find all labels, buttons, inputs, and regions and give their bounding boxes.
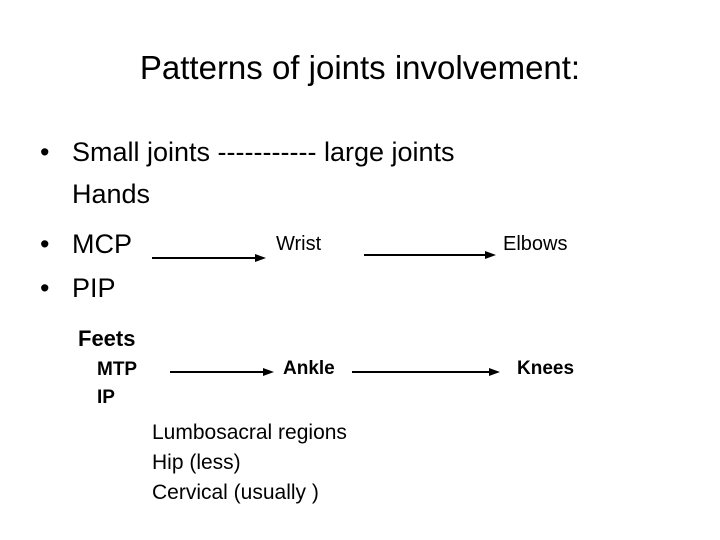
- label-ankle: Ankle: [283, 358, 335, 379]
- bullet-marker-1: •: [40, 137, 50, 167]
- arrow-ankle-to-knees: [352, 366, 500, 378]
- bullet-text-pip: PIP: [72, 273, 116, 303]
- note-lumbosacral: Lumbosacral regions: [152, 421, 347, 444]
- bullet-text-mcp: MCP: [72, 229, 132, 259]
- arrow-mtp-to-ankle: [170, 366, 274, 378]
- label-elbows: Elbows: [503, 233, 568, 255]
- label-ip: IP: [97, 387, 115, 408]
- bullet-text-small-joints: Small joints ----------- large joints: [72, 137, 455, 167]
- bullet-marker-2: •: [40, 229, 50, 259]
- bullet-marker-3: •: [40, 273, 50, 303]
- bullet-text-hands: Hands: [72, 179, 151, 209]
- label-mtp: MTP: [97, 359, 138, 380]
- page-title: Patterns of joints involvement:: [139, 49, 581, 86]
- note-hip: Hip (less): [152, 451, 241, 474]
- heading-feets: Feets: [78, 326, 136, 351]
- arrow-wrist-to-elbows: [364, 249, 496, 261]
- note-cervical: Cervical (usually ): [152, 481, 319, 504]
- label-knees: Knees: [517, 358, 575, 379]
- label-wrist: Wrist: [276, 233, 322, 255]
- arrow-mcp-to-wrist: [152, 252, 266, 264]
